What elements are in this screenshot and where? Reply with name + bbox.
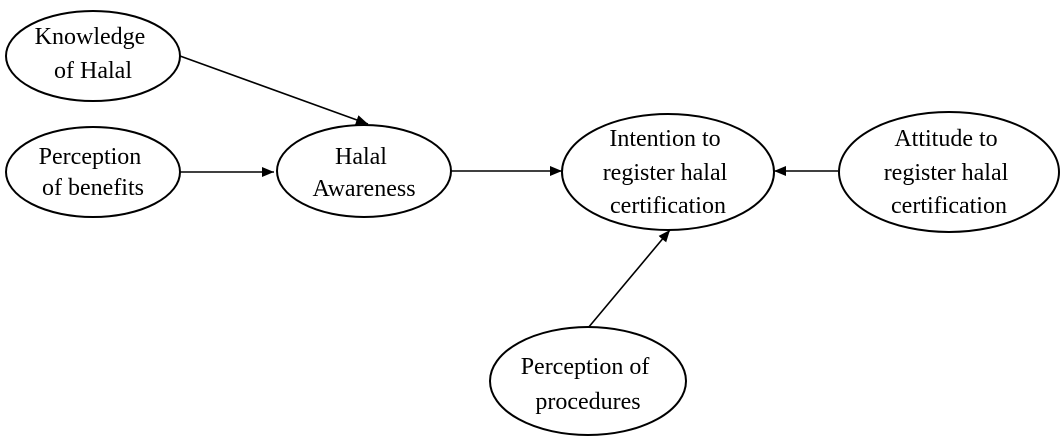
node-halal-awareness: Halal Awareness — [276, 124, 452, 218]
edge-procedures-to-intention — [587, 229, 671, 329]
node-benefits-line-1: Perception — [39, 144, 142, 170]
edge-knowledge-to-awareness — [179, 55, 369, 125]
node-awareness-label: Halal Awareness — [312, 144, 415, 202]
node-attitude-label: Attitude to register halal certification — [884, 126, 1015, 219]
node-perception-of-benefits: Perception of benefits — [5, 126, 181, 218]
node-attitude-to-register: Attitude to register halal certification — [838, 111, 1060, 233]
node-knowledge-line-1: Knowledge — [35, 24, 146, 50]
node-knowledge-label: Knowledge of Halal — [35, 24, 152, 84]
node-attitude-line-3: certification — [891, 193, 1007, 219]
node-attitude-line-2: register halal — [884, 160, 1009, 186]
node-intention-to-register: Intention to register halal certificatio… — [561, 113, 775, 231]
node-knowledge-of-halal: Knowledge of Halal — [5, 10, 181, 102]
node-attitude-shape — [838, 111, 1060, 233]
node-intention-line-1: Intention to — [609, 126, 720, 152]
node-perception-of-procedures: Perception of procedures — [489, 326, 687, 436]
node-intention-shape — [561, 113, 775, 231]
node-procedures-shape — [489, 326, 687, 436]
edges — [179, 55, 838, 329]
node-intention-line-3: certification — [610, 193, 726, 219]
node-intention-label: Intention to register halal certificatio… — [603, 126, 734, 219]
node-benefits-shape — [5, 126, 181, 218]
node-attitude-line-1: Attitude to — [894, 126, 997, 152]
node-procedures-line-1: Perception of — [521, 354, 650, 380]
node-awareness-line-2: Awareness — [312, 176, 415, 202]
node-procedures-label: Perception of procedures — [521, 354, 656, 415]
node-intention-line-2: register halal — [603, 160, 728, 186]
node-procedures-line-2: procedures — [535, 389, 640, 415]
node-knowledge-line-2: of Halal — [54, 58, 132, 84]
node-benefits-line-2: of benefits — [42, 175, 144, 201]
node-awareness-line-1: Halal — [335, 144, 387, 170]
node-knowledge-shape — [5, 10, 181, 102]
node-benefits-label: Perception of benefits — [39, 144, 148, 201]
node-awareness-shape — [276, 124, 452, 218]
